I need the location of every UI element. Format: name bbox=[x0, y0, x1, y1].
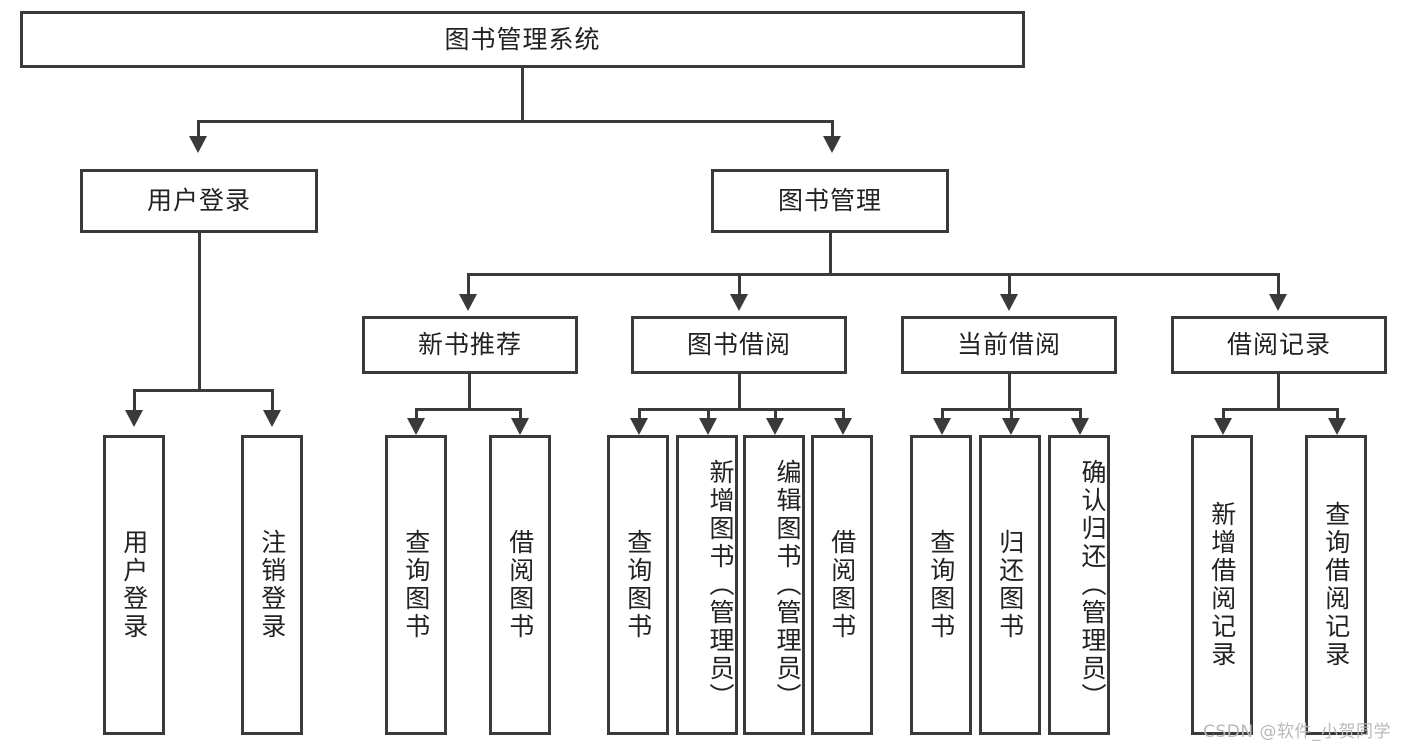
connector-new-book-drop-1 bbox=[415, 408, 418, 422]
arrow-leaf-cb-confirm bbox=[1071, 418, 1089, 435]
connector-root-bus bbox=[197, 120, 834, 123]
node-label: 新增借阅记录 bbox=[1207, 501, 1237, 669]
connector-drop-borrow-record bbox=[1277, 273, 1280, 296]
connector-book-borrow-drop-3 bbox=[774, 408, 777, 422]
connector-borrow-record-stem bbox=[1277, 374, 1280, 408]
arrow-leaf-br-query bbox=[1328, 418, 1346, 435]
connector-drop-book-borrow bbox=[738, 273, 741, 296]
connector-current-borrow-stem bbox=[1008, 374, 1011, 408]
arrow-to-book-borrow bbox=[730, 294, 748, 311]
leaf-bb-query-book[interactable]: 查询图书 bbox=[607, 435, 669, 735]
arrow-leaf-nb-borrow bbox=[511, 418, 529, 435]
node-label: 图书借阅 bbox=[686, 330, 791, 360]
connector-current-borrow-drop-2 bbox=[1010, 408, 1013, 422]
connector-root-stem bbox=[521, 68, 524, 120]
arrow-to-current-borrow bbox=[1000, 294, 1018, 311]
node-root-system[interactable]: 图书管理系统 bbox=[20, 11, 1025, 68]
connector-book-manage-stem bbox=[829, 233, 832, 273]
node-label: 借阅图书 bbox=[827, 529, 857, 641]
node-label: 当前借阅 bbox=[956, 330, 1061, 360]
node-new-book-recommend[interactable]: 新书推荐 bbox=[362, 316, 578, 374]
node-label: 用户登录 bbox=[119, 529, 149, 641]
arrow-to-new-book-recommend bbox=[459, 294, 477, 311]
connector-new-book-bus bbox=[415, 408, 522, 411]
connector-book-borrow-drop-4 bbox=[842, 408, 845, 422]
node-label: 注销登录 bbox=[257, 529, 287, 641]
leaf-cb-return-book[interactable]: 归还图书 bbox=[979, 435, 1041, 735]
leaf-br-add-record[interactable]: 新增借阅记录 bbox=[1191, 435, 1253, 735]
arrow-to-book-manage bbox=[823, 136, 841, 153]
arrow-leaf-bb-borrow bbox=[834, 418, 852, 435]
node-label: 编辑图书（管理员） bbox=[773, 459, 802, 711]
node-label: 查询借阅记录 bbox=[1321, 501, 1351, 669]
connector-user-login-drop-2 bbox=[271, 389, 274, 412]
connector-current-borrow-drop-3 bbox=[1079, 408, 1082, 422]
arrow-leaf-br-add bbox=[1214, 418, 1232, 435]
node-label: 新书推荐 bbox=[417, 330, 522, 360]
watermark-text: CSDN @软件_小贺同学 bbox=[1203, 722, 1391, 742]
arrow-leaf-bb-add bbox=[699, 418, 717, 435]
leaf-nb-query-book[interactable]: 查询图书 bbox=[385, 435, 447, 735]
arrow-leaf-cb-query bbox=[933, 418, 951, 435]
node-label: 查询图书 bbox=[623, 529, 653, 641]
connector-current-borrow-drop-1 bbox=[941, 408, 944, 422]
arrow-leaf-cb-return bbox=[1002, 418, 1020, 435]
node-label: 归还图书 bbox=[995, 529, 1025, 641]
node-label: 图书管理系统 bbox=[444, 24, 601, 54]
connector-borrow-record-drop-2 bbox=[1336, 408, 1339, 422]
node-current-borrow[interactable]: 当前借阅 bbox=[901, 316, 1117, 374]
leaf-user-login[interactable]: 用户登录 bbox=[103, 435, 165, 735]
connector-root-to-book-manage bbox=[831, 120, 834, 138]
node-label: 用户登录 bbox=[146, 186, 251, 216]
node-book-borrow[interactable]: 图书借阅 bbox=[631, 316, 847, 374]
node-label: 借阅记录 bbox=[1226, 330, 1331, 360]
connector-user-login-drop-1 bbox=[133, 389, 136, 412]
node-label: 图书管理 bbox=[777, 186, 882, 216]
node-label: 确认归还（管理员） bbox=[1078, 459, 1107, 711]
connector-user-login-bus bbox=[133, 389, 273, 392]
connector-new-book-drop-2 bbox=[519, 408, 522, 422]
connector-borrow-record-drop-1 bbox=[1222, 408, 1225, 422]
arrow-leaf-bb-query bbox=[630, 418, 648, 435]
node-label: 借阅图书 bbox=[505, 529, 535, 641]
leaf-logout[interactable]: 注销登录 bbox=[241, 435, 303, 735]
arrow-leaf-logout bbox=[263, 410, 281, 427]
node-label: 查询图书 bbox=[926, 529, 956, 641]
arrow-leaf-nb-query bbox=[407, 418, 425, 435]
connector-book-borrow-drop-2 bbox=[707, 408, 710, 422]
leaf-nb-borrow-book[interactable]: 借阅图书 bbox=[489, 435, 551, 735]
connector-root-to-user-login bbox=[197, 120, 200, 138]
connector-drop-new-book bbox=[467, 273, 470, 296]
leaf-br-query-record[interactable]: 查询借阅记录 bbox=[1305, 435, 1367, 735]
arrow-to-user-login bbox=[189, 136, 207, 153]
node-user-login[interactable]: 用户登录 bbox=[80, 169, 318, 233]
connector-new-book-stem bbox=[468, 374, 471, 408]
connector-level3-bus bbox=[467, 273, 1280, 276]
arrow-to-borrow-record bbox=[1269, 294, 1287, 311]
arrow-leaf-user-login bbox=[125, 410, 143, 427]
leaf-bb-edit-book-admin[interactable]: 编辑图书（管理员） bbox=[743, 435, 805, 735]
connector-user-login-stem bbox=[198, 233, 201, 389]
connector-book-borrow-drop-1 bbox=[638, 408, 641, 422]
node-book-manage[interactable]: 图书管理 bbox=[711, 169, 949, 233]
node-label: 新增图书（管理员） bbox=[706, 459, 735, 711]
leaf-bb-borrow-book[interactable]: 借阅图书 bbox=[811, 435, 873, 735]
node-borrow-record[interactable]: 借阅记录 bbox=[1171, 316, 1387, 374]
leaf-cb-confirm-return-admin[interactable]: 确认归还（管理员） bbox=[1048, 435, 1110, 735]
arrow-leaf-bb-edit bbox=[766, 418, 784, 435]
connector-book-borrow-bus bbox=[638, 408, 845, 411]
node-label: 查询图书 bbox=[401, 529, 431, 641]
leaf-bb-add-book-admin[interactable]: 新增图书（管理员） bbox=[676, 435, 738, 735]
connector-drop-current-borrow bbox=[1008, 273, 1011, 296]
connector-borrow-record-bus bbox=[1222, 408, 1339, 411]
connector-book-borrow-stem bbox=[738, 374, 741, 408]
leaf-cb-query-book[interactable]: 查询图书 bbox=[910, 435, 972, 735]
